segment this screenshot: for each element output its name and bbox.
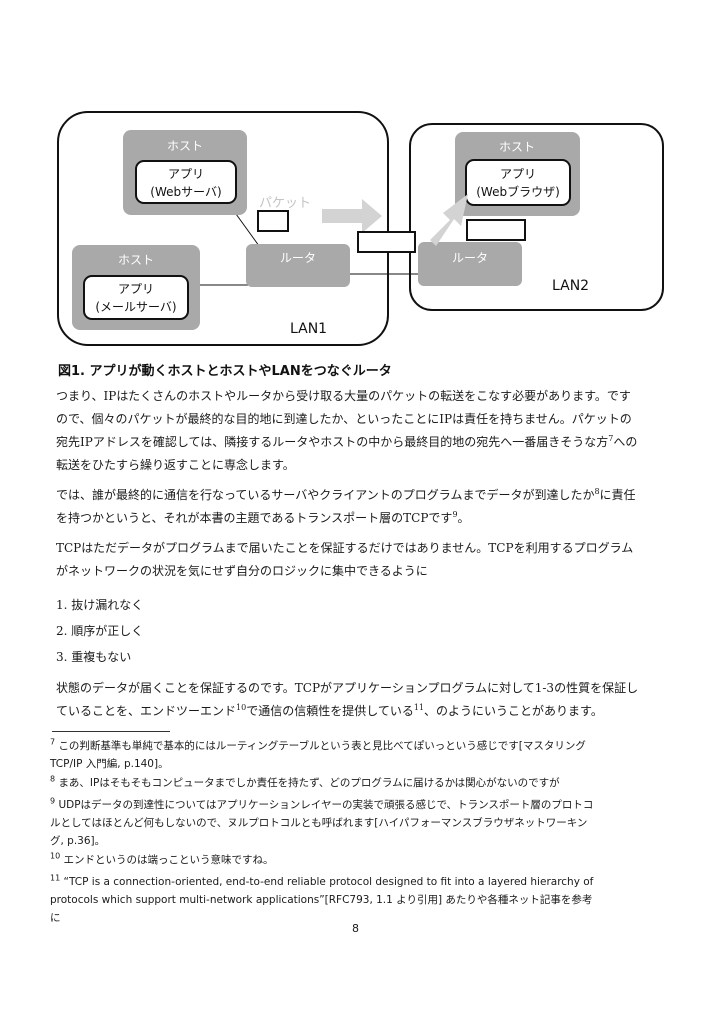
paragraph-1-line: ので、個々のパケットが最終的な目的地に到達したか、といったことにIPは責任を持ち…	[56, 412, 632, 426]
paragraph-1-line: への	[613, 435, 638, 449]
page-number: 8	[352, 922, 359, 935]
paragraph-3-line: がネットワークの状況を気にせず自分のロジックに集中できるように	[56, 564, 428, 578]
footnote-text: まあ、IPはそもそもコンピュータまでしか責任を持たず、どのプログラムに届けるかは…	[58, 777, 560, 789]
footnote-ref-8[interactable]: 8	[594, 487, 600, 496]
footnote-9: 9 UDPはデータの到達性についてはアプリケーションレイヤーの実装で頑張る感じで…	[50, 796, 666, 850]
network-diagram: LAN1 LAN2 ホスト アプリ (Webサーバ) ホスト アプリ (メールサ…	[57, 111, 664, 346]
footnote-8: 8 まあ、IPはそもそもコンピュータまでしか責任を持たず、どのプログラムに届ける…	[50, 774, 666, 792]
app-webserver-line1: アプリ	[168, 167, 204, 181]
footnote-11: 11 “TCP is a connection-oriented, end-to…	[50, 873, 666, 927]
paragraph-4: 状態のデータが届くことを保証するのです。TCPがアプリケーションプログラムに対し…	[56, 677, 666, 723]
router-lan1-label: ルータ	[280, 251, 316, 265]
packet-label: パケット	[259, 196, 311, 211]
footnote-10: 10 エンドというのは端っこという意味ですね。	[50, 851, 666, 869]
footnote-number: 7	[50, 737, 56, 747]
footnote-divider	[52, 731, 170, 732]
footnote-number: 11	[50, 873, 61, 883]
footnote-text: TCP/IP 入門編, p.140]。	[50, 758, 169, 770]
paragraph-1: つまり、IPはたくさんのホストやルータから受け取る大量のパケットの転送をこなす必…	[56, 385, 666, 477]
footnote-text: UDPはデータの到達性についてはアプリケーションレイヤーの実装で頑張る感じで、ト…	[58, 799, 594, 811]
router-lan1	[246, 244, 350, 287]
app-webbrowser-line1: アプリ	[500, 167, 536, 181]
paragraph-4-line: 状態のデータが届くことを保証するのです。TCPがアプリケーションプログラムに対し…	[56, 681, 639, 695]
paragraph-2-line: を持つかというと、それが本書の主題であるトランスポート層のTCPです	[56, 511, 453, 525]
footnote-ref-10[interactable]: 10	[236, 703, 247, 712]
paragraph-4-line: で通信の信頼性を提供している	[246, 704, 414, 718]
packet-3	[466, 219, 526, 241]
paragraph-2-line: に責任	[599, 488, 636, 502]
paragraph-2-line: 。	[457, 511, 470, 525]
paragraph-3: TCPはただデータがプログラムまで届いたことを保証するだけではありません。TCP…	[56, 537, 666, 583]
footnote-text: ルとしてはほとんど何もしないので、ヌルプロトコルとも呼ばれます[ハイパフォーマン…	[50, 817, 588, 829]
footnote-text: この判断基準も単純で基本的にはルーティングテーブルという表と見比べてぽいっという…	[58, 740, 586, 752]
app-webbrowser-line2: (Webブラウザ)	[476, 184, 560, 199]
footnote-ref-7[interactable]: 7	[608, 434, 614, 443]
list-item: 1. 抜け漏れなく	[56, 598, 144, 612]
host-mailserver-label: ホスト	[118, 253, 154, 267]
router-lan2	[418, 242, 522, 286]
footnote-number: 9	[50, 796, 56, 806]
list-item: 3. 重複もない	[56, 650, 132, 664]
packet-arrow-right-icon	[322, 199, 382, 233]
paragraph-3-line: TCPはただデータがプログラムまで届いたことを保証するだけではありません。TCP…	[56, 541, 634, 555]
packet-arrow-up-icon	[430, 194, 468, 246]
footnote-text: エンドというのは端っこという意味ですね。	[63, 854, 274, 866]
footnote-text: protocols which support multi-network ap…	[50, 894, 593, 906]
lan1-boundary	[57, 111, 389, 346]
lan2-boundary	[409, 123, 664, 311]
paragraph-2: では、誰が最終的に通信を行なっているサーバやクライアントのプログラムまでデータが…	[56, 484, 666, 530]
router-lan2-label: ルータ	[452, 251, 488, 265]
lan1-label: LAN1	[290, 321, 327, 337]
host-webserver-label: ホスト	[167, 139, 203, 153]
packet-1	[257, 210, 289, 232]
lan2-label: LAN2	[552, 278, 589, 294]
app-webserver	[135, 160, 237, 204]
footnote-text: に	[50, 912, 61, 924]
footnote-text: グ, p.36]。	[50, 835, 106, 847]
paragraph-2-line: では、誰が最終的に通信を行なっているサーバやクライアントのプログラムまでデータが…	[56, 488, 595, 502]
app-webbrowser	[465, 159, 571, 206]
footnote-number: 10	[50, 851, 61, 861]
host-webbrowser-label: ホスト	[499, 140, 535, 154]
list-item: 2. 順序が正しく	[56, 624, 144, 638]
footnote-ref-9[interactable]: 9	[452, 510, 458, 519]
app-mailserver	[83, 275, 189, 320]
app-mailserver-line1: アプリ	[118, 282, 154, 296]
packet-2	[357, 231, 416, 253]
paragraph-4-line: 、のようにいうことがあります。	[424, 704, 603, 718]
app-webserver-line2: (Webサーバ)	[150, 185, 221, 199]
paragraph-4-line: ていることを、エンドツーエンド	[56, 704, 237, 718]
app-mailserver-line2: (メールサーバ)	[95, 300, 176, 314]
footnote-ref-11[interactable]: 11	[413, 703, 425, 712]
figure-caption: 図1. アプリが動くホストとホストやLANをつなぐルータ	[58, 364, 392, 379]
footnote-number: 8	[50, 774, 56, 784]
paragraph-1-line: 宛先IPアドレスを確認しては、隣接するルータやホストの中から最終目的地の宛先へ一…	[56, 435, 609, 449]
footnote-7: 7 この判断基準も単純で基本的にはルーティングテーブルという表と見比べてぽいっと…	[50, 737, 666, 773]
paragraph-1-line: 転送をひたすら繰り返すことに専念します。	[56, 458, 295, 472]
footnote-text: “TCP is a connection-oriented, end-to-en…	[63, 876, 594, 888]
paragraph-1-line: つまり、IPはたくさんのホストやルータから受け取る大量のパケットの転送をこなす必…	[56, 389, 631, 403]
